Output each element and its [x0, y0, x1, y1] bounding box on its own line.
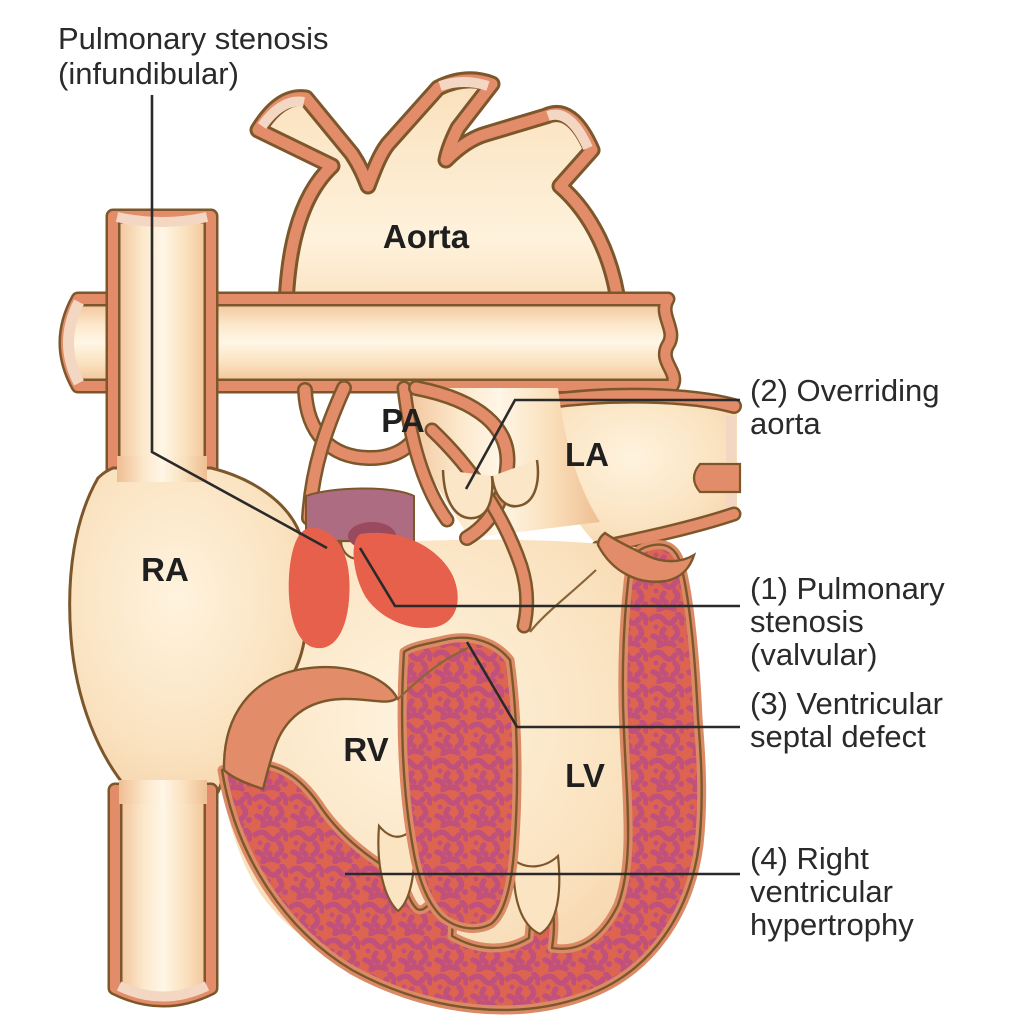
annotation-valvular-stenosis: (1) Pulmonary stenosis (valvular): [750, 571, 945, 672]
arch-branch-cut-2: [438, 77, 490, 91]
annotation-line: aorta: [750, 406, 821, 441]
ventricular-wall: [217, 540, 707, 1015]
septum-muscle: [397, 633, 522, 933]
ivc-ra-junction: [119, 780, 207, 804]
aortic-valve: [441, 459, 540, 520]
annotation-line: stenosis: [750, 604, 864, 639]
label-la: LA: [565, 436, 609, 473]
annotation-line: (3) Ventricular: [750, 686, 943, 721]
infundibular-stenosis-blob: [288, 527, 350, 649]
label-ra: RA: [141, 551, 189, 588]
annotation-line: (2) Overriding: [750, 373, 940, 408]
annotation-infundibular: Pulmonary stenosis (infundibular): [58, 21, 329, 91]
aortic-cusp-2: [490, 459, 540, 508]
svc-cut-end: [115, 212, 209, 227]
rpa-cut-end: [63, 299, 84, 386]
chamber-labels: Aorta PA LA RA RV LV: [141, 218, 609, 794]
ivc-cut-end: [116, 981, 210, 1002]
leader-vsd: [465, 641, 740, 729]
annotation-line: ventricular: [750, 874, 893, 909]
annotation-line: septal defect: [750, 719, 926, 754]
annotation-line: (infundibular): [58, 56, 239, 91]
mitral-valve: [596, 531, 697, 583]
interventricular-septum: [397, 633, 522, 933]
annotation-rvh: (4) Right ventricular hypertrophy: [750, 841, 914, 942]
pulmonary-vein-tab: [692, 462, 742, 494]
label-pa: PA: [381, 402, 424, 439]
annotation-line: Pulmonary stenosis: [58, 21, 329, 56]
annotation-vsd: (3) Ventricular septal defect: [750, 686, 943, 754]
leader-infundibular: [150, 95, 328, 550]
aortic-arch: [249, 71, 630, 355]
annotation-line: (valvular): [750, 637, 877, 672]
valvular-stenosis-blob: [353, 532, 458, 629]
tricuspid-valve: [222, 665, 399, 791]
leader-valvular-stenosis: [358, 547, 740, 608]
arch-branch-cut-1: [257, 96, 305, 130]
chordae-right: [396, 646, 469, 701]
lv-cavity-recess: [512, 853, 561, 936]
ivc-tube: [107, 782, 219, 1008]
inferior-vena-cava: [107, 780, 219, 1008]
superior-vena-cava: [105, 208, 219, 480]
aortic-cusp-1: [441, 469, 494, 520]
rv-cavity-recess: [377, 823, 416, 913]
stenosis-highlights: [288, 527, 458, 649]
annotation-overriding-aorta: (2) Overriding aorta: [750, 373, 940, 441]
label-rv: RV: [343, 731, 388, 768]
annotation-line: hypertrophy: [750, 907, 914, 942]
leader-lines: [150, 95, 740, 876]
label-aorta: Aorta: [383, 218, 470, 255]
svc-ra-junction: [117, 456, 207, 482]
annotation-line: (1) Pulmonary: [750, 571, 945, 606]
label-lv: LV: [565, 757, 605, 794]
annotation-line: (4) Right: [750, 841, 869, 876]
arch-branch-cut-3: [546, 109, 593, 151]
svc-tube: [105, 208, 219, 480]
leader-overriding-aorta: [464, 398, 740, 490]
